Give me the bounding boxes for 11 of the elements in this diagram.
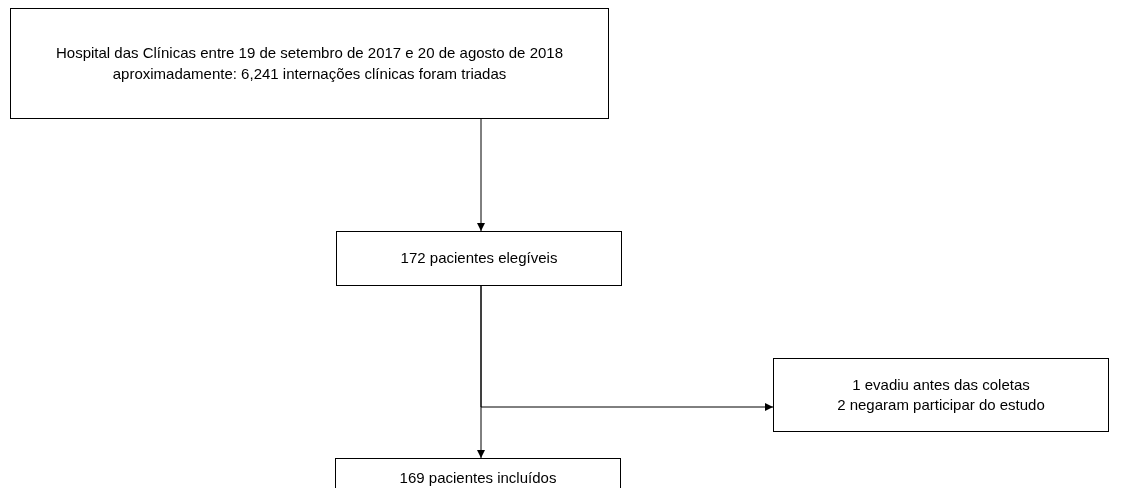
process-box bbox=[773, 358, 1109, 432]
box-text: 169 pacientes incluídos bbox=[399, 467, 557, 488]
process-box bbox=[335, 458, 621, 488]
box-text: Hospital das Clínicas entre 19 de setembro de 2017 e 20 de agosto de 2018 aproximadamente: 6,241 internações clínicas foram triadas bbox=[55, 43, 564, 84]
arrow bbox=[477, 285, 485, 459]
arrow bbox=[477, 118, 485, 232]
box-text: 172 pacientes elegíveis bbox=[400, 248, 558, 269]
box-text: 2 negaram participar do estudo bbox=[837, 395, 1045, 415]
process-box bbox=[10, 8, 609, 119]
box-text: 1 evadiu antes das coletas bbox=[852, 374, 1030, 395]
process-box bbox=[336, 231, 622, 286]
